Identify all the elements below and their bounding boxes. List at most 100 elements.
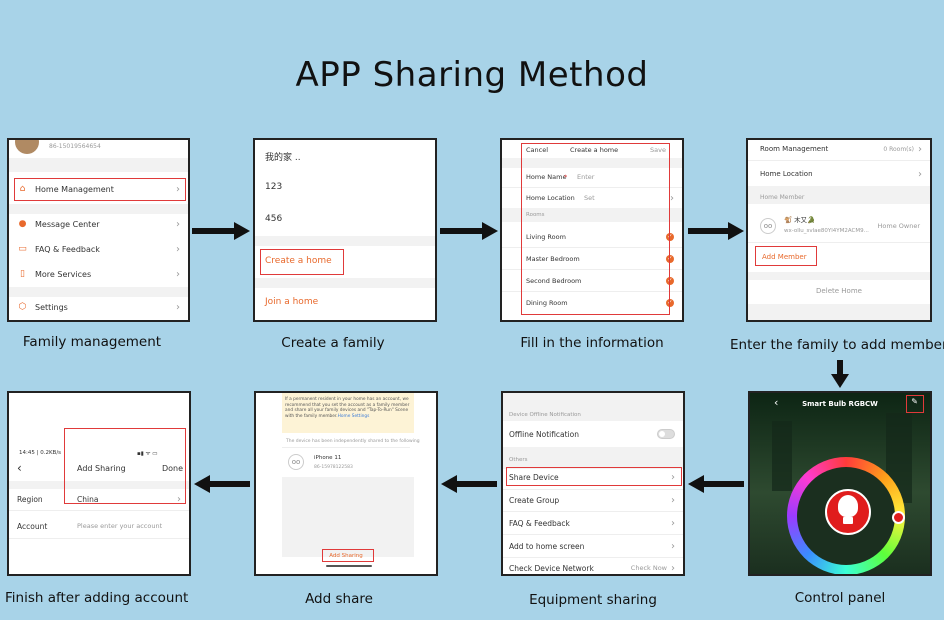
book-icon: ▭ [18, 243, 27, 254]
chevron-right-icon: › [176, 218, 180, 230]
check-icon[interactable]: ✓ [666, 255, 674, 263]
home-settings-link[interactable]: Home Settings [337, 413, 370, 419]
home-item[interactable]: 456 [265, 214, 283, 224]
chevron-right-icon: › [671, 562, 675, 574]
check-icon[interactable]: ✓ [666, 277, 674, 285]
chevron-right-icon: › [671, 540, 675, 552]
join-home-button[interactable]: Join a home [265, 297, 319, 307]
highlight-box [322, 549, 374, 562]
menu-settings[interactable]: ⬡Settings› [18, 301, 180, 313]
gear-icon: ⬡ [18, 301, 27, 312]
panel-fill-info: Cancel Create a home Save Home Name* Ent… [500, 138, 684, 322]
highlight-box [755, 246, 817, 266]
rooms-label: Rooms [526, 212, 545, 218]
page-title: APP Sharing Method [295, 55, 649, 95]
create-group-row[interactable]: Create Group› [509, 494, 675, 506]
home-indicator [326, 565, 372, 567]
panel-family-management: 86-15019564654 ⌂Home Management› ●Messag… [7, 138, 190, 322]
member-name: 🐒 木又🐊 [784, 216, 816, 224]
highlight-box [64, 428, 186, 504]
caption-fill-info: Fill in the information [520, 335, 664, 351]
chevron-right-icon: › [918, 143, 922, 155]
room-item[interactable]: Master Bedroom✓ [526, 255, 674, 263]
color-picker-handle[interactable] [892, 511, 905, 524]
add-home-screen-row[interactable]: Add to home screen› [509, 540, 675, 552]
faq-row[interactable]: FAQ & Feedback› [509, 517, 675, 529]
panel-finish: 14:45 | 0.2KB/s▪▮ ᯤ ▭ ‹ Add Sharing Done… [7, 391, 191, 576]
bulb-icon [838, 495, 858, 517]
highlight-box [506, 467, 682, 486]
header-title: Add Sharing [77, 463, 126, 473]
phone-number: 86-15019564654 [49, 143, 101, 150]
chevron-right-icon: › [918, 168, 922, 180]
account-input[interactable]: Please enter your account [77, 522, 163, 530]
avatar [15, 140, 39, 154]
caption-finish: Finish after adding account [5, 590, 189, 606]
add-sharing-header: ‹ Add Sharing Done [9, 461, 189, 475]
panel-equipment-sharing: Device Offline Notification Offline Noti… [501, 391, 685, 576]
chevron-right-icon: › [176, 183, 180, 195]
home-icon: ⌂ [19, 183, 26, 194]
create-home-header: Cancel Create a home Save [502, 144, 682, 156]
region-row[interactable]: Region China › [17, 493, 181, 505]
chevron-right-icon: › [671, 471, 675, 483]
cancel-button[interactable]: Cancel [526, 146, 549, 154]
menu-more-services[interactable]: ▯More Services› [9, 265, 188, 283]
bookmark-icon: ▯ [20, 268, 25, 279]
region-value: China [77, 494, 99, 504]
message-icon: ● [18, 218, 27, 229]
share-device-row[interactable]: Share Device› [509, 471, 675, 483]
add-member-button[interactable]: Add Member [762, 253, 807, 261]
save-button[interactable]: Save [650, 146, 666, 154]
offline-toggle[interactable] [657, 429, 675, 439]
done-button[interactable]: Done [161, 463, 183, 473]
chevron-right-icon: › [671, 494, 675, 506]
member-role: Home Owner [877, 222, 921, 230]
account-row[interactable]: Account Please enter your account [17, 521, 163, 531]
create-home-button[interactable]: Create a home [265, 256, 332, 266]
home-location-row[interactable]: Home Location› [760, 168, 922, 180]
chevron-right-icon: › [671, 517, 675, 529]
offline-notification-row: Offline Notification [503, 427, 683, 441]
section-label: Device Offline Notification [509, 412, 581, 418]
caption-create-family: Create a family [281, 335, 385, 351]
panel-create-family: 我的家 .. 123 456 Create a home Join a home [253, 138, 437, 322]
edit-icon[interactable]: ✎ [911, 397, 918, 406]
home-name-field[interactable]: Home Name* Enter [526, 173, 595, 181]
home-item[interactable]: 我的家 .. [265, 152, 301, 163]
delete-home-button[interactable]: Delete Home [816, 287, 862, 295]
chevron-right-icon: › [176, 243, 180, 255]
device-title: Smart Bulb RGBCW [802, 400, 878, 408]
notice-box: If a permanent resident in your home has… [282, 393, 414, 433]
chevron-right-icon: › [176, 268, 180, 280]
shared-device-name: iPhone 11 [314, 455, 342, 461]
home-item[interactable]: 123 [265, 182, 283, 192]
menu-message-center[interactable]: ●Message Center› [18, 218, 180, 230]
back-icon[interactable]: ‹ [17, 461, 22, 475]
room-item[interactable]: Dining Room✓ [526, 299, 674, 307]
menu-home-management[interactable]: ⌂Home Management› [19, 183, 180, 195]
caption-equipment-sharing: Equipment sharing [529, 592, 657, 608]
home-location-field[interactable]: Home Location Set › [526, 192, 674, 204]
highlight-box [14, 178, 186, 201]
home-name-input[interactable]: Enter [577, 173, 595, 181]
room-item[interactable]: Second Bedroom✓ [526, 277, 674, 285]
highlight-box [521, 143, 670, 315]
caption-add-share: Add share [305, 591, 373, 607]
shared-device-id: 86-15978122583 [314, 464, 353, 470]
section-label: Others [509, 457, 528, 463]
panel-add-share: If a permanent resident in your home has… [254, 391, 438, 576]
check-icon[interactable]: ✓ [666, 233, 674, 241]
header-title: Create a home [570, 146, 619, 154]
add-sharing-button[interactable]: Add Sharing [329, 553, 363, 559]
room-item[interactable]: Living Room✓ [526, 233, 674, 241]
back-icon[interactable]: ‹ [774, 396, 779, 409]
highlight-box [906, 395, 924, 413]
panel-control: Smart Bulb RGBCW ‹ ✎ [748, 391, 932, 576]
check-icon[interactable]: ✓ [666, 299, 674, 307]
member-id: wx-ollu_svlae80Yl4YM2ACM9... [784, 228, 869, 234]
menu-faq[interactable]: ▭FAQ & Feedback› [18, 243, 180, 255]
